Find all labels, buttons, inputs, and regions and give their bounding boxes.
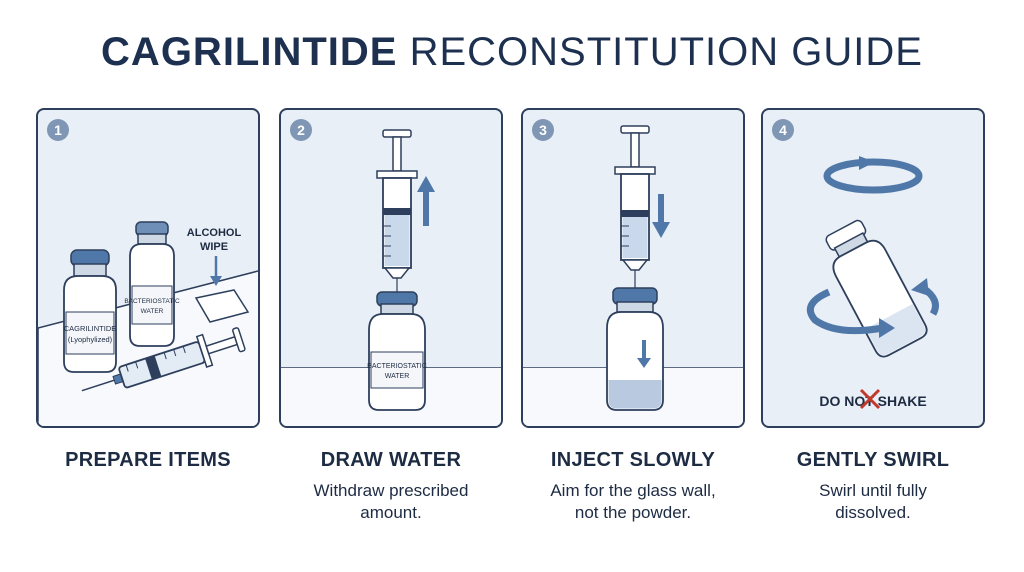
step-4-illustration: DO NOT SHAKE [806,156,939,410]
swirl-arrow-icon [806,278,939,338]
water-label-line1: BACTERIOSTATIC [124,298,180,305]
vial-icon [825,219,928,358]
description-line: dissolved. [835,503,911,522]
syringe-icon [614,125,656,324]
step-4-panel: DO NOT SHAKE 4 [761,108,985,428]
step-2-panel: BACTERIOSTATIC WATER 2 [279,108,503,428]
alcohol-wipe: ALCOHOL WIPE [187,227,250,323]
step-4-description: Swirl until fully dissolved. [743,480,1003,524]
description-line: not the powder. [574,503,692,522]
step-1-caption: PREPARE ITEMS [65,449,231,471]
title-light: RECONSTITUTION GUIDE [397,30,923,74]
step-3-panel: 3 [521,108,745,428]
bacteriostatic-water-vial: BACTERIOSTATIC WATER [367,291,427,411]
step-number-badge: 2 [290,119,312,141]
step-2-caption: DRAW WATER [320,449,462,471]
description-line: Withdraw prescribed [313,481,469,500]
rotate-arrow-icon [823,156,923,194]
step-2-illustration: BACTERIOSTATIC WATER [281,129,501,426]
description-line: Swirl until fully [819,481,927,500]
step-4-caption: GENTLY SWIRL [796,449,950,471]
description-line: Aim for the glass wall, [550,481,716,500]
drug-label-line2: (Lyophylized) [68,335,113,344]
alcohol-label-line2: WIPE [200,241,228,253]
drug-label-line1: CAGRILINTIDE [64,324,117,333]
alcohol-label-line1: ALCOHOL [187,227,242,239]
bacteriostatic-water-vial: BACTERIOSTATIC WATER [124,221,180,347]
water-label-line2: WATER [141,308,164,315]
page-title: CAGRILINTIDE RECONSTITUTION GUIDE [0,30,1024,75]
cagrilintide-vial: CAGRILINTIDE (Lyophylized) [63,249,117,373]
title-bold: CAGRILINTIDE [101,30,398,74]
step-3-illustration [523,125,743,426]
step-1-illustration: BACTERIOSTATIC WATER CAGRILINTIDE (Lyoph… [38,221,258,426]
down-arrow-icon [652,194,670,238]
step-1-panel: BACTERIOSTATIC WATER CAGRILINTIDE (Lyoph… [36,108,260,428]
step-3-description: Aim for the glass wall, not the powder. [503,480,763,524]
water-label-line1: BACTERIOSTATIC [367,363,427,370]
description-line: amount. [360,503,422,522]
step-3-caption: INJECT SLOWLY [550,449,716,471]
vial-icon [606,287,664,411]
close-icon [859,388,881,410]
water-label-line2: WATER [385,373,410,380]
step-number-badge: 4 [772,119,794,141]
step-2-description: Withdraw prescribed amount. [261,480,521,524]
up-arrow-icon [417,176,435,226]
syringe-icon [81,327,246,392]
step-number-badge: 1 [47,119,69,141]
step-number-badge: 3 [532,119,554,141]
